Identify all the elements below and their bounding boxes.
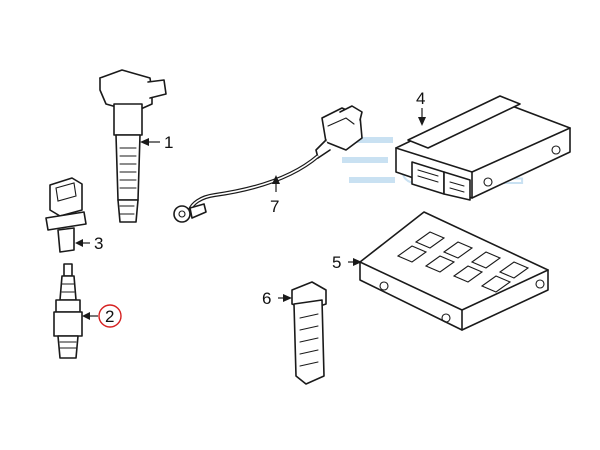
knock-sensor [173,105,363,223]
arrow-2 [82,312,90,320]
highlight-circle [98,304,122,328]
leader-lines [75,108,426,320]
callout-2: 2 [105,307,114,326]
callout-7: 7 [270,197,279,216]
spark-plug [53,263,83,359]
camshaft-sensor [291,281,327,385]
arrow-1 [140,138,149,146]
arrow-6 [283,294,292,302]
callout-1: 1 [164,133,173,152]
arrow-4 [418,117,426,126]
mounting-bracket [359,211,549,331]
arrow-7 [272,175,280,184]
callout-4: 4 [416,89,425,108]
arrow-3 [75,239,83,247]
callout-6: 6 [262,289,271,308]
engine-control-unit [395,95,571,201]
arrow-5 [353,258,362,266]
sensor [45,177,87,253]
ignition-coil [99,69,167,223]
callout-5: 5 [332,253,341,272]
callout-3: 3 [94,234,103,253]
